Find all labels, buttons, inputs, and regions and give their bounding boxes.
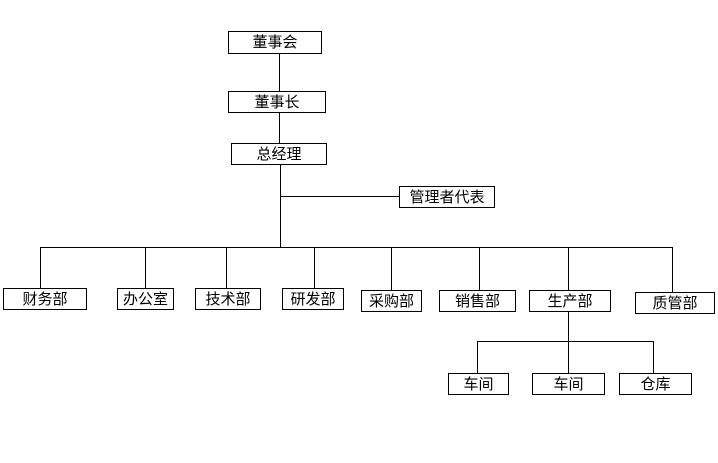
node-workshop-1: 车间 xyxy=(448,373,509,395)
node-production: 生产部 xyxy=(529,290,611,312)
node-warehouse: 仓库 xyxy=(619,373,692,395)
node-quality: 质管部 xyxy=(635,292,715,314)
node-finance: 财务部 xyxy=(3,288,87,310)
node-technology: 技术部 xyxy=(195,288,261,310)
node-office: 办公室 xyxy=(117,288,174,310)
node-management-representative: 管理者代表 xyxy=(399,186,495,208)
node-board: 董事会 xyxy=(228,31,322,54)
node-chairman: 董事长 xyxy=(228,91,326,113)
node-workshop-2: 车间 xyxy=(532,373,605,395)
node-rnd: 研发部 xyxy=(282,288,344,310)
node-purchasing: 采购部 xyxy=(361,290,422,312)
node-sales: 销售部 xyxy=(439,290,516,312)
node-general-manager: 总经理 xyxy=(231,143,327,165)
